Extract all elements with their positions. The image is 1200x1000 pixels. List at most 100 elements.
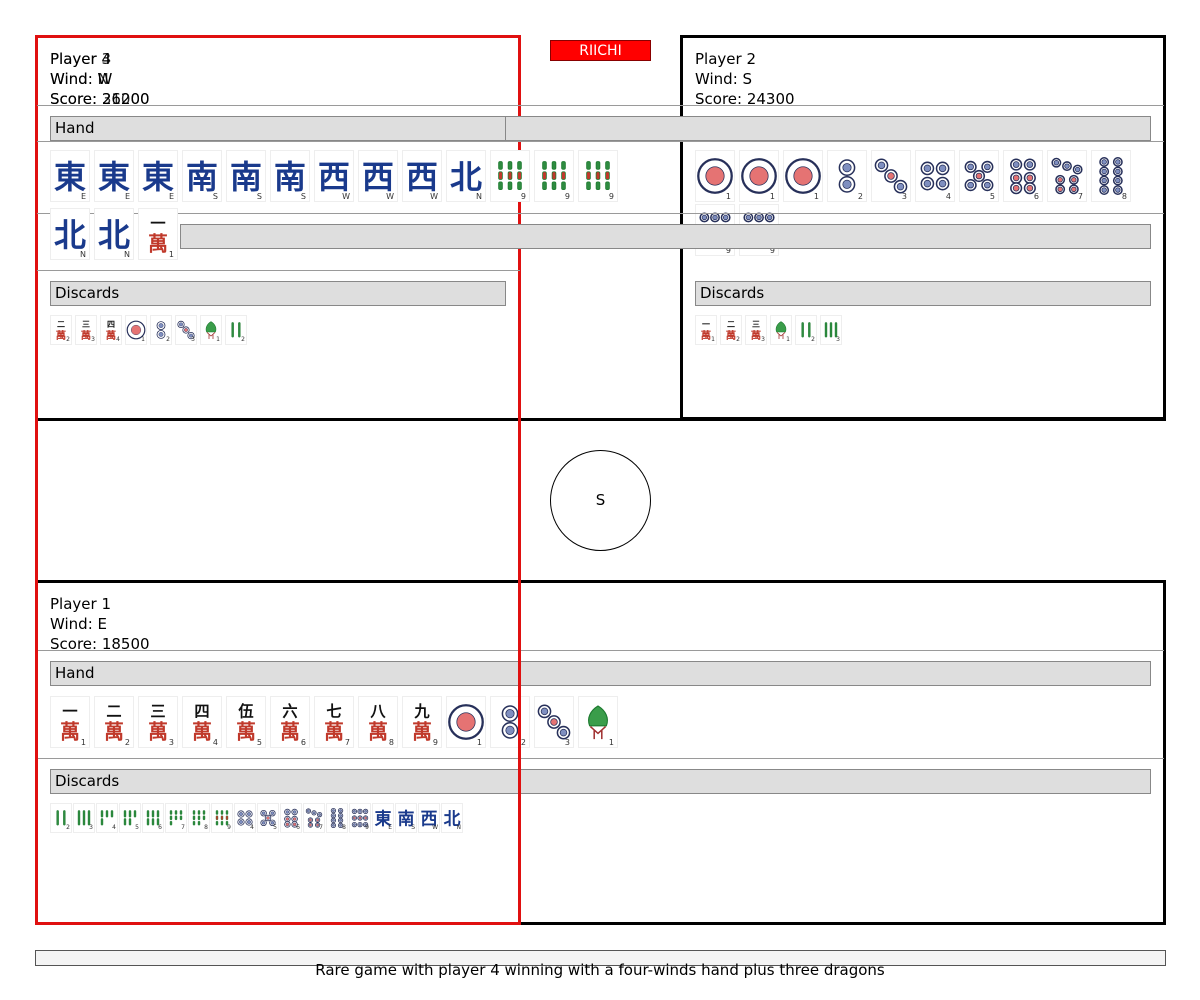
pin-5-icon (260, 810, 276, 826)
svg-text:南: 南 (186, 158, 218, 196)
player3-wind: Wind: N (50, 70, 109, 88)
tile-rank-label: 4 (250, 824, 254, 831)
sou-3-tile: 3 (820, 315, 842, 345)
sou-4-tile: 4 (96, 803, 118, 833)
west-wind-icon: 西 (406, 158, 438, 196)
svg-text:三: 三 (150, 703, 165, 721)
pin-6-tile: 6 (280, 803, 302, 833)
player4-score: Score: 26200 (50, 90, 150, 108)
player4-divider-3 (37, 213, 1164, 214)
player2-score: Score: 24300 (695, 90, 795, 108)
pin-2-tile: 2 (490, 696, 530, 748)
svg-text:西: 西 (406, 158, 438, 196)
man-1-icon: 一萬 (148, 215, 168, 256)
svg-text:二: 二 (106, 703, 121, 721)
pin-9-tile: 9 (349, 803, 371, 833)
sou-9-tile: 9 (534, 150, 574, 202)
player3-info-overlap: Player 3 Wind: N Score: 31000 (50, 49, 150, 109)
svg-text:東: 東 (54, 158, 86, 196)
sou-2-icon (231, 322, 241, 338)
man-4-icon: 四萬 (106, 319, 116, 342)
tile-rank-label: 1 (786, 336, 790, 343)
player2-discards-header: Discards (695, 281, 1151, 306)
riichi-indicator: RIICHI (550, 40, 651, 61)
pin-1-icon (785, 158, 821, 194)
svg-text:四: 四 (194, 703, 209, 721)
player1-hand-header: Hand (50, 661, 1151, 686)
pin-3-icon (537, 704, 571, 740)
sou-3-icon (824, 322, 838, 338)
tile-rank-label: 6 (296, 824, 300, 831)
svg-text:南: 南 (398, 808, 415, 828)
svg-text:萬: 萬 (106, 329, 116, 342)
east-wind-icon: 東 (142, 158, 174, 196)
svg-text:北: 北 (444, 808, 461, 828)
svg-text:南: 南 (230, 158, 262, 196)
tile-rank-label: S (411, 824, 415, 831)
player2-name: Player 2 (695, 50, 756, 68)
pin-4-icon (920, 161, 950, 191)
tile-rank-label: 2 (66, 336, 70, 343)
pin-8-tile: 8 (1091, 150, 1131, 202)
pin-5-icon (964, 160, 994, 192)
tile-rank-label: 1 (476, 738, 482, 747)
man-2-icon: 二萬 (56, 319, 66, 342)
player4-melds-header (180, 224, 1151, 249)
tile-rank-label: 1 (813, 192, 819, 201)
tile-rank-label: 3 (168, 738, 174, 747)
svg-text:西: 西 (318, 158, 350, 196)
svg-text:萬: 萬 (236, 720, 256, 744)
sou-9-tile: 9 (490, 150, 530, 202)
man-2-icon: 二萬 (104, 703, 124, 744)
tile-rank-label: 2 (166, 336, 170, 343)
svg-text:萬: 萬 (412, 720, 432, 744)
sou-2-tile: 2 (795, 315, 817, 345)
man-3-icon: 三萬 (148, 703, 168, 744)
pin-3-tile: 3 (175, 315, 197, 345)
sou-9-tile: 9 (578, 150, 618, 202)
svg-text:四: 四 (107, 319, 115, 329)
tile-rank-label: 1 (769, 192, 775, 201)
svg-text:八: 八 (370, 703, 386, 721)
east-wind-icon: 東 (375, 808, 392, 828)
tile-rank-label: S (256, 192, 262, 201)
tile-rank-label: 7 (1077, 192, 1083, 201)
pin-7-icon (305, 808, 323, 828)
sou-6-icon (146, 810, 160, 826)
west-wind-icon: 西 (362, 158, 394, 196)
tile-rank-label: 2 (241, 336, 245, 343)
svg-text:萬: 萬 (751, 329, 761, 342)
svg-text:萬: 萬 (104, 720, 124, 744)
sou-1-icon (205, 321, 217, 339)
status-bar (35, 950, 1166, 966)
svg-text:一: 一 (150, 215, 165, 233)
sou-1-icon (588, 705, 608, 740)
north-wind-icon: 北 (450, 158, 482, 196)
player1-wind: Wind: E (50, 615, 107, 633)
tile-rank-label: 9 (227, 824, 231, 831)
sou-3-icon (77, 810, 91, 826)
sou-6-tile: 6 (142, 803, 164, 833)
svg-text:東: 東 (142, 158, 174, 196)
svg-text:七: 七 (326, 703, 341, 721)
tile-rank-label: E (80, 192, 86, 201)
sou-1-tile: 1 (770, 315, 792, 345)
tile-rank-label: 3 (91, 336, 95, 343)
tile-rank-label: E (388, 824, 392, 831)
